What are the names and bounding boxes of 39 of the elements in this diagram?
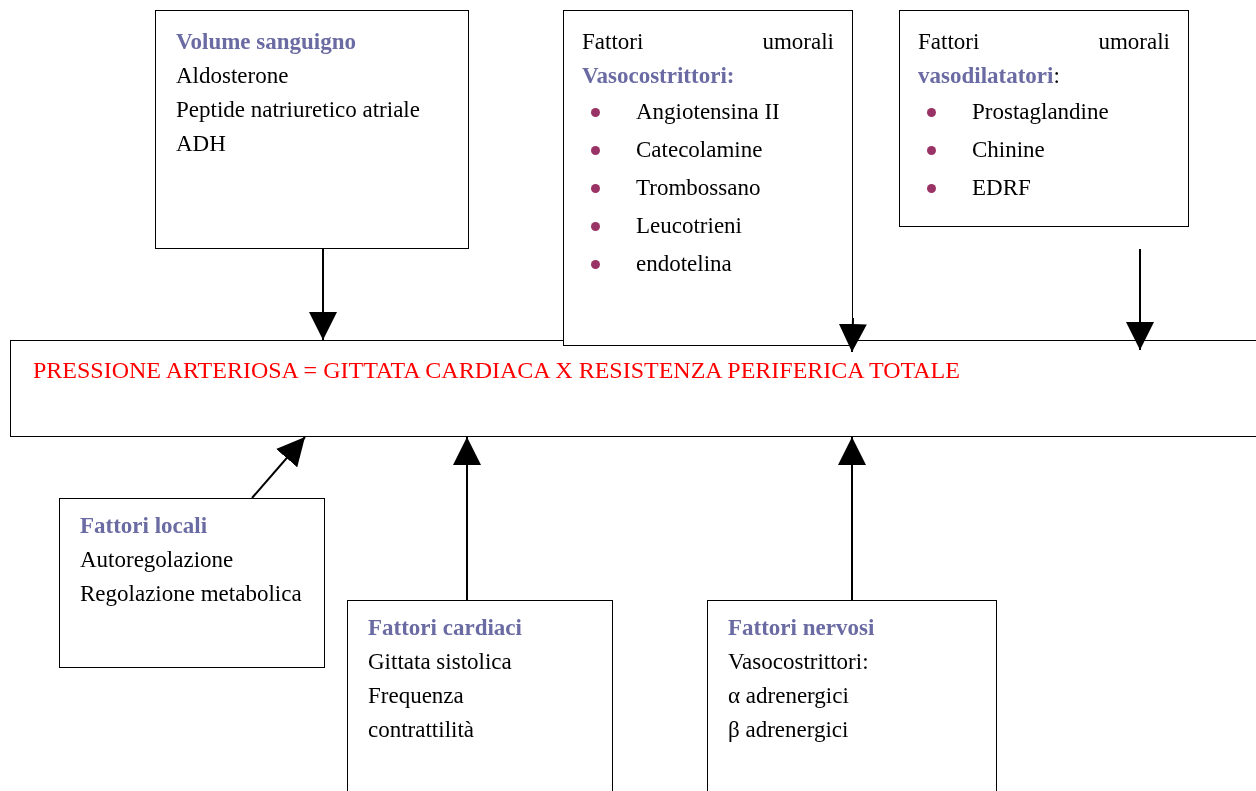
bullet-item: endotelina — [582, 245, 834, 283]
arrow — [453, 436, 481, 601]
text-box — [347, 600, 613, 791]
box-text: α adrenergici — [728, 682, 850, 710]
box-text: Gittata sistolica — [368, 648, 513, 676]
box-text: Regolazione metabolica — [80, 580, 303, 608]
box-heading: Fattori locali — [80, 512, 209, 540]
bullet-item: EDRF — [918, 169, 1170, 207]
box-text: Peptide natriuretico atriale — [176, 96, 421, 124]
box-text: ADH — [176, 130, 227, 158]
text-box — [707, 600, 997, 791]
bullet-item: Catecolamine — [582, 131, 834, 169]
box-text: Frequenza — [368, 682, 465, 710]
bullet-item: Trombossano — [582, 169, 834, 207]
box-text: Autoregolazione — [80, 546, 235, 574]
box-heading: Fattori nervosi — [728, 614, 876, 642]
box-heading: Fattori umorali Vasocostrittori: — [582, 28, 834, 90]
box-heading: Fattori cardiaci — [368, 614, 523, 642]
text-box — [899, 10, 1189, 227]
box-text: Aldosterone — [176, 62, 290, 90]
box-text: β adrenergici — [728, 716, 850, 744]
bullet-item: Angiotensina II — [582, 93, 834, 131]
box-text: contrattilità — [368, 716, 475, 744]
arrow — [838, 317, 867, 353]
formula-text: PRESSIONE ARTERIOSA = GITTATA CARDIACA X RESISTENZA PERIFERICA TOTALE — [33, 356, 961, 385]
text-box — [59, 498, 325, 668]
text-box — [10, 340, 1256, 437]
box-heading: Fattori umorali vasodilatatori: — [918, 28, 1170, 90]
bullet-item: Chinine — [918, 131, 1170, 169]
text-box — [155, 10, 469, 249]
bullet-item: Leucotrieni — [582, 207, 834, 245]
arrow — [251, 436, 306, 499]
arrow — [309, 248, 337, 341]
bullet-item: Prostaglandine — [918, 93, 1170, 131]
arrow — [1126, 248, 1154, 351]
arrow — [838, 436, 866, 601]
box-heading: Volume sanguigno — [176, 28, 357, 56]
text-box — [563, 10, 853, 346]
box-text: Vasocostrittori: — [728, 648, 870, 676]
